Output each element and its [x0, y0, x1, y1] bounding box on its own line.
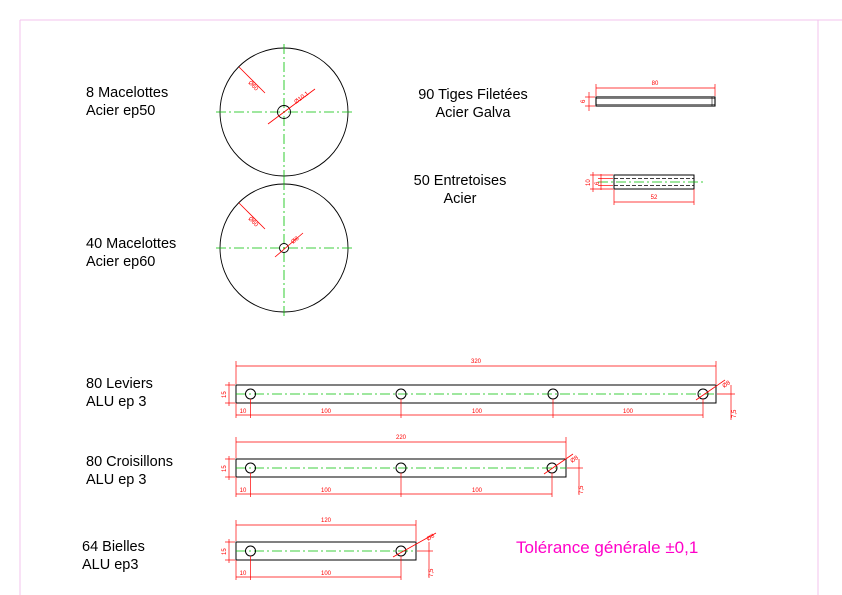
label-croisillons: 80 Croisillons ALU ep 3: [86, 453, 173, 489]
lever-pitch-text-1: 100: [321, 409, 332, 415]
rod-length-text: 80: [652, 81, 659, 87]
threaded-rod-drawing: 80 6: [581, 81, 716, 111]
hole-diameter-leader: [267, 88, 316, 125]
label-line2: ALU ep 3: [86, 394, 147, 410]
label-line1: 80 Croisillons: [86, 454, 174, 470]
lever-height-text: 15: [222, 391, 228, 398]
lever-hole-leader: [695, 379, 726, 401]
label-tiges: 90 Tiges Filetées Acier Galva: [398, 86, 548, 122]
label-line1: 80 Leviers: [86, 376, 153, 392]
cross-hole-text: Ø8: [570, 455, 581, 465]
label-line2: ALU ep3: [82, 557, 139, 573]
label-bielles: 64 Bielles ALU ep3: [82, 538, 145, 574]
link-hole-text: Ø8: [426, 533, 437, 543]
rod-outline: [595, 96, 716, 107]
cross-offset-text: 7,5: [579, 485, 585, 494]
label-line1: 50 Entretoises: [413, 173, 507, 189]
lever-offset-text: 7,5: [732, 409, 738, 418]
label-line1: 90 Tiges Filetées: [418, 87, 528, 103]
outer-diameter-text: Ø60: [247, 80, 260, 93]
macelotte-disk-small-hole: Ø60 Ø8: [216, 180, 352, 316]
label-macelottes-8: 8 Macelottes Acier ep50: [86, 84, 168, 120]
link-pitch-text-1: 100: [321, 571, 332, 577]
cross-drawing: 220 15 10 100 100 7,5 Ø8: [222, 435, 585, 497]
link-height-text: 15: [222, 548, 228, 555]
label-line2: Acier ep50: [86, 103, 156, 119]
cross-pitch-text-1: 100: [321, 488, 332, 494]
label-line2: Acier ep60: [86, 254, 156, 270]
link-edge-text: 10: [240, 571, 247, 577]
spacer-drawing: 52 10 6: [586, 172, 706, 205]
label-entretoises: 50 Entretoises Acier: [400, 172, 520, 208]
general-tolerance-note: Tolérance générale ±0,1: [516, 538, 699, 557]
hole-diameter-leader: [274, 232, 304, 258]
spacer-length-text: 52: [651, 195, 658, 201]
label-line1: 64 Bielles: [82, 539, 145, 555]
lever-edge-text: 10: [240, 409, 247, 415]
center-hole: [277, 105, 291, 119]
outer-diameter-leader: [238, 66, 266, 94]
center-hole: [279, 243, 289, 253]
lever-pitch-text-3: 100: [623, 409, 634, 415]
label-line1: 8 Macelottes: [86, 85, 169, 101]
hole-diameter-text: Ø8: [290, 235, 300, 245]
outer-diameter-leader: [238, 202, 266, 230]
rod-link-drawing: 120 15 10 100 7,5 Ø8: [222, 518, 436, 580]
cross-edge-text: 10: [240, 488, 247, 494]
outer-diameter-text: Ø60: [247, 216, 260, 229]
label-line1: 40 Macelottes: [86, 236, 177, 252]
macelotte-disk-large-hole: Ø60 Ø10,1: [216, 44, 352, 180]
rod-dia-text: 6: [581, 99, 587, 103]
label-line2: Acier: [443, 191, 477, 207]
spacer-inner-text: 6: [595, 181, 601, 185]
lever-hole-text: Ø8: [722, 380, 733, 390]
lever-total-text: 320: [471, 359, 482, 365]
cross-total-text: 220: [396, 435, 407, 441]
cross-height-text: 15: [222, 465, 228, 472]
hole-diameter-text: Ø10,1: [294, 91, 311, 106]
link-total-text: 120: [321, 518, 332, 524]
label-leviers: 80 Leviers ALU ep 3: [86, 375, 153, 411]
lever-pitch-text-2: 100: [472, 409, 483, 415]
label-line2: ALU ep 3: [86, 472, 147, 488]
cross-pitch-text-2: 100: [472, 488, 483, 494]
link-hole-leader: [392, 532, 437, 558]
cross-hole-leader: [543, 453, 574, 475]
link-offset-text: 7,5: [429, 568, 435, 577]
label-macelottes-40: 40 Macelottes Acier ep60: [86, 235, 176, 271]
lever-drawing: 320 15 10 100 100 100 7,5 Ø8: [222, 359, 738, 420]
label-line2: Acier Galva: [435, 105, 511, 121]
spacer-outer-text: 10: [586, 179, 592, 186]
